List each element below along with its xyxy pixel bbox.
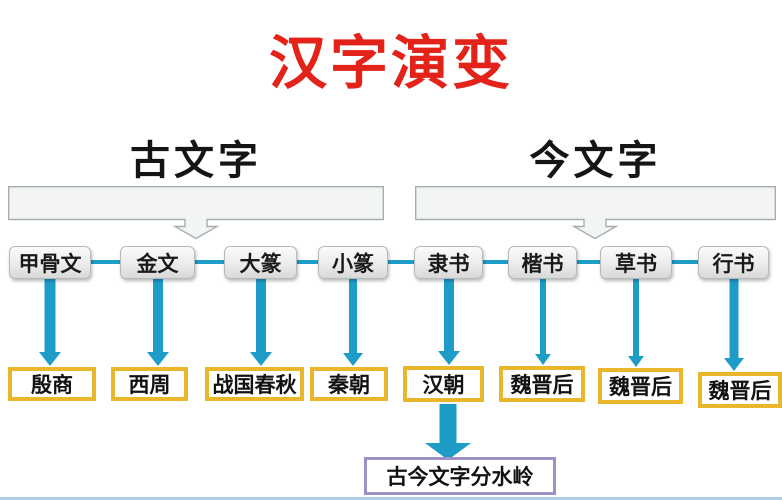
arrow-jinwen-down <box>143 279 173 366</box>
arrow-kaishu-down <box>528 279 558 365</box>
arrow-lishu-down <box>434 279 464 365</box>
arrow-xiaozhuan-down <box>338 279 368 366</box>
period-box-qinchao: 秦朝 <box>310 367 388 401</box>
script-row-connector <box>50 260 734 264</box>
arrow-dazhuan-down <box>246 279 276 366</box>
period-box-hanchao: 汉朝 <box>403 366 484 402</box>
page-title: 汉字演变 <box>268 31 513 96</box>
script-box-xingshu: 行书 <box>698 246 769 279</box>
script-box-jinwen: 金文 <box>120 246 195 279</box>
arrow-xingshu-down <box>719 279 749 371</box>
script-box-jiaguwen: 甲骨文 <box>9 246 91 279</box>
arrow-jiaguwen-down <box>35 279 65 366</box>
arrow-caoshu-down <box>621 279 651 367</box>
divider-box: 古今文字分水岭 <box>364 457 556 495</box>
period-box-weijin-2: 魏晋后 <box>598 368 683 404</box>
arrow-hanchao-to-divider <box>424 404 472 460</box>
section-label-ancient: 古文字 <box>130 139 262 183</box>
period-box-xizhou: 西周 <box>111 367 188 401</box>
script-box-caoshu: 草书 <box>600 246 672 279</box>
section-label-modern: 今文字 <box>529 139 662 183</box>
script-box-lishu: 隶书 <box>414 246 483 279</box>
period-box-zhanguo: 战国春秋 <box>205 367 304 401</box>
script-box-xiaozhuan: 小篆 <box>318 246 388 279</box>
bottom-edge-line <box>0 497 782 500</box>
script-box-kaishu: 楷书 <box>508 246 577 279</box>
ancient-bracket-shape <box>8 186 384 240</box>
period-box-weijin-1: 魏晋后 <box>499 366 585 402</box>
period-box-yinshang: 殷商 <box>8 367 96 401</box>
script-box-dazhuan: 大篆 <box>224 246 297 279</box>
period-box-weijin-3: 魏晋后 <box>698 372 782 408</box>
modern-bracket-shape <box>415 186 776 240</box>
